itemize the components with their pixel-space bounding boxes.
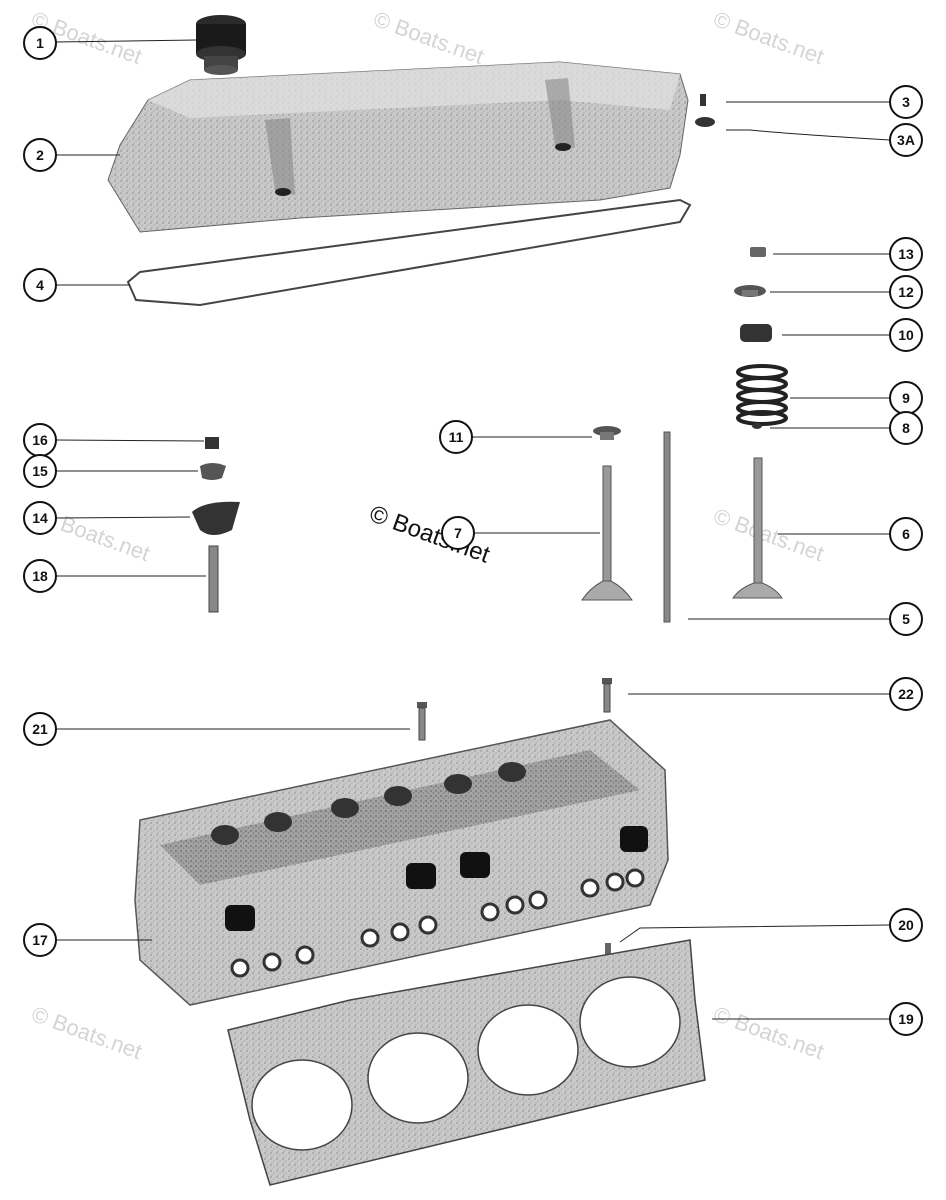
callout-8: 8 (889, 411, 923, 445)
watermark-8: © Boats.net (710, 1001, 827, 1064)
callout-9: 9 (889, 381, 923, 415)
callout-19: 19 (889, 1002, 923, 1036)
dowel-pin (605, 943, 611, 959)
watermark-5: © Boats.net (710, 503, 827, 566)
rocker-cover-gasket (126, 198, 692, 307)
svg-text:13: 13 (898, 246, 914, 262)
valve-rocker-cover (107, 61, 689, 233)
callouts: 1 2 3 3A 4 13 12 10 9 16 11 8 15 14 7 6 … (23, 26, 923, 1036)
exhaust-valve (732, 457, 783, 599)
svg-text:2: 2 (36, 147, 44, 163)
svg-text:1: 1 (36, 35, 44, 51)
oil-filler-cap (196, 15, 246, 75)
svg-text:9: 9 (902, 390, 910, 406)
svg-text:7: 7 (454, 525, 462, 541)
svg-text:16: 16 (32, 432, 48, 448)
watermark-6: © Boats.net (28, 1001, 145, 1064)
leader-lines (55, 39, 891, 1020)
svg-text:11: 11 (449, 429, 464, 445)
svg-text:18: 18 (32, 568, 48, 584)
svg-text:4: 4 (36, 277, 44, 293)
callout-15: 15 (23, 454, 57, 488)
svg-text:22: 22 (898, 686, 914, 702)
callout-21: 21 (23, 712, 57, 746)
svg-text:15: 15 (32, 463, 48, 479)
svg-text:20: 20 (898, 917, 914, 933)
callout-4: 4 (23, 268, 57, 302)
svg-text:17: 17 (32, 932, 48, 948)
watermark-2: © Boats.net (370, 6, 487, 69)
svg-text:3: 3 (902, 94, 910, 110)
callout-12: 12 (889, 275, 923, 309)
callout-2: 1 (23, 26, 57, 60)
callout-3: 3 (889, 85, 923, 119)
svg-text:5: 5 (902, 611, 910, 627)
head-bolts (417, 678, 612, 741)
svg-text:19: 19 (898, 1011, 914, 1027)
callout-22: 22 (889, 677, 923, 711)
svg-text:3A: 3A (897, 132, 915, 148)
callout-5: 5 (889, 602, 923, 636)
svg-text:8: 8 (902, 420, 910, 436)
rocker-arm-parts (192, 437, 240, 613)
callout-3a: 3A (889, 123, 923, 157)
screw-grommet-parts (695, 94, 715, 127)
push-rod (663, 431, 671, 623)
callout-11: 11 (439, 420, 473, 454)
cylinder-head (134, 719, 669, 1006)
callout-7: 7 (441, 516, 475, 550)
svg-text:6: 6 (902, 526, 910, 542)
intake-valve (581, 426, 633, 601)
svg-text:21: 21 (32, 721, 48, 737)
svg-text:12: 12 (898, 284, 914, 300)
callout-20: 20 (889, 908, 923, 942)
callout-17: 17 (23, 923, 57, 957)
callout-1: 2 (23, 138, 57, 172)
callout-6: 6 (889, 517, 923, 551)
svg-text:14: 14 (32, 510, 48, 526)
callout-16: 16 (23, 423, 57, 457)
valve-stack-right (734, 247, 788, 429)
callout-14: 14 (23, 501, 57, 535)
head-gasket (227, 939, 706, 1186)
callout-10: 10 (889, 318, 923, 352)
svg-text:10: 10 (898, 327, 914, 343)
watermark-3: © Boats.net (710, 6, 827, 69)
callout-13: 13 (889, 237, 923, 271)
callout-18: 18 (23, 559, 57, 593)
